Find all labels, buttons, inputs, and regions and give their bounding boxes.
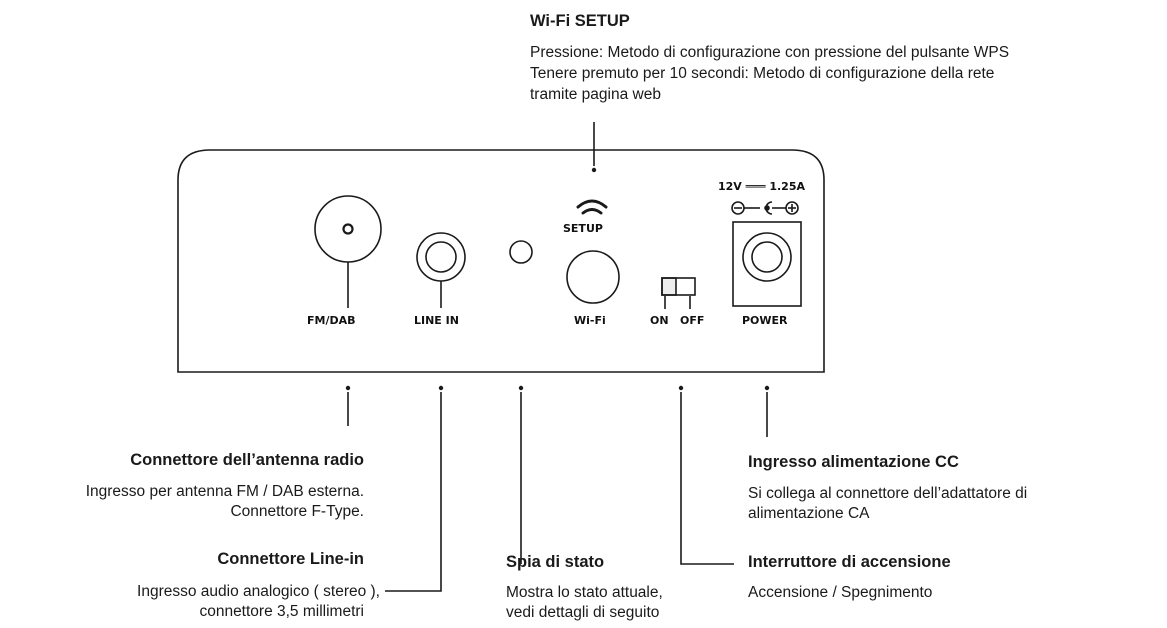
dc-jack-housing [732, 221, 802, 307]
status-line-1: Mostra lo stato attuale, [506, 584, 663, 601]
antenna-connector-inner [342, 223, 354, 235]
voltage-rating-label: 12V ═══ 1.25A [718, 180, 806, 193]
fm-dab-label: FM/DAB [307, 314, 356, 327]
wifi-setup-title: Wi-Fi SETUP [530, 12, 630, 30]
wifi-button [566, 250, 620, 304]
line-in-title: Connettore Line-in [217, 550, 364, 568]
device-panel-outline [177, 149, 825, 373]
power-switch-knob [661, 277, 677, 296]
dc-jack-inner [751, 241, 783, 273]
line-in-line-1: Ingresso audio analogico ( stereo ), [137, 583, 380, 600]
line-in-label: LINE IN [414, 314, 459, 327]
status-title: Spia di stato [506, 553, 605, 571]
status-led [509, 240, 533, 264]
status-line-2: vedi dettagli di seguito [506, 604, 660, 621]
dc-input-line-2: alimentazione CA [748, 505, 870, 522]
antenna-line-2: Connettore F-Type. [230, 503, 364, 520]
wifi-label: Wi-Fi [574, 314, 606, 327]
line-in-line-2: connettore 3,5 millimetri [199, 603, 364, 620]
wifi-icon [576, 199, 608, 215]
dc-jack-outer [742, 232, 792, 282]
antenna-connector-outer [314, 195, 382, 263]
dc-input-line-1: Si collega al connettore dell’adattatore… [748, 485, 1028, 502]
line-in-jack-outer [416, 232, 466, 282]
wifi-setup-line-3: tramite pagina web [530, 86, 661, 103]
setup-label: SETUP [563, 222, 603, 235]
dc-input-title: Ingresso alimentazione CC [748, 453, 959, 471]
power-switch-title: Interruttore di accensione [748, 553, 951, 571]
antenna-line-1: Ingresso per antenna FM / DAB esterna. [85, 483, 364, 500]
antenna-title: Connettore dell’antenna radio [130, 451, 364, 469]
wifi-setup-line-1: Pressione: Metodo di configurazione con … [530, 44, 1010, 61]
power-label: POWER [742, 314, 788, 327]
power-switch-line-1: Accensione / Spegnimento [748, 584, 933, 601]
line-in-jack-inner [425, 241, 457, 273]
wifi-setup-line-2: Tenere premuto per 10 secondi: Metodo di… [530, 65, 995, 82]
off-label: OFF [680, 314, 705, 327]
on-label: ON [650, 314, 669, 327]
